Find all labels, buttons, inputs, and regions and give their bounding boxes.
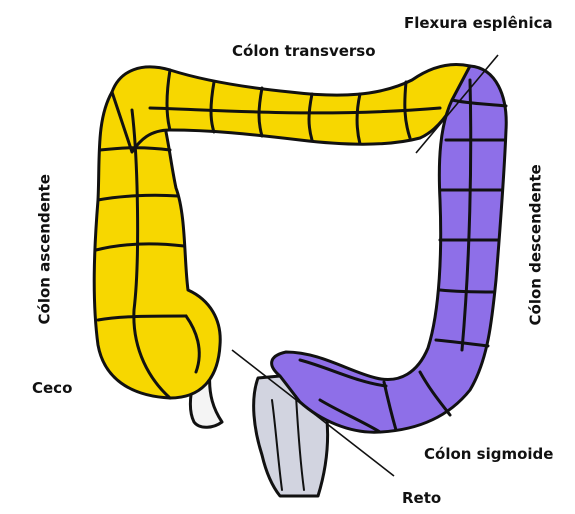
label-sigmoid-colon: Cólon sigmoide	[424, 447, 553, 462]
label-descending-colon: Cólon descendente	[529, 176, 544, 326]
label-rectum: Reto	[402, 491, 441, 506]
label-splenic-flexure: Flexura esplênica	[404, 16, 553, 31]
label-cecum: Ceco	[32, 381, 72, 396]
label-transverse-colon: Cólon transverso	[232, 44, 376, 59]
label-ascending-colon: Cólon ascendente	[38, 175, 53, 325]
